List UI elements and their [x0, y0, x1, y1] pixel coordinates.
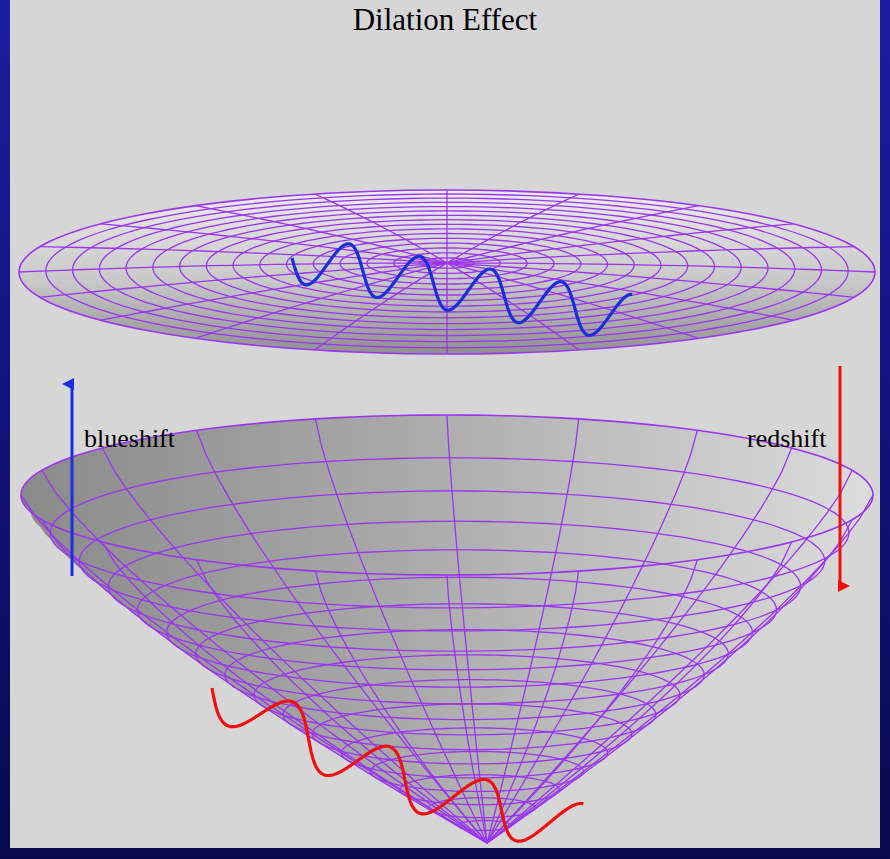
- grid-spoke: [487, 419, 579, 843]
- grid-spoke: [101, 263, 447, 320]
- red-wave: [212, 688, 583, 841]
- blue-wave: [292, 244, 632, 336]
- grid-spoke: [197, 430, 487, 843]
- grid-spoke: [197, 560, 487, 843]
- grid-spoke: [19, 263, 447, 272]
- blueshift-arrow: [71, 384, 74, 576]
- grid-spoke: [447, 224, 793, 263]
- grid-ring: [312, 704, 632, 764]
- grid-spoke: [21, 495, 487, 843]
- grid-ring: [50, 458, 849, 608]
- grid-spoke: [447, 206, 699, 263]
- grid-spoke: [487, 430, 697, 843]
- grid-spoke: [315, 263, 447, 350]
- grid-ring: [108, 521, 800, 651]
- grid-spoke: [487, 448, 792, 843]
- grid-spoke: [42, 470, 487, 843]
- shift-label-left: blueshift: [84, 424, 175, 454]
- grid-ring: [21, 415, 873, 575]
- grid-ring: [79, 491, 825, 631]
- grid-spoke: [447, 247, 854, 263]
- grid-spoke: [315, 419, 487, 843]
- grid-spoke: [447, 263, 579, 350]
- grid-spoke: [487, 542, 792, 843]
- grid-spoke: [447, 194, 579, 263]
- grid-spoke: [487, 470, 852, 843]
- light-waves: [212, 244, 632, 841]
- grid-spoke: [446, 190, 447, 263]
- curved-surface: [21, 415, 873, 843]
- shift-label-right: redshift: [747, 424, 826, 454]
- diagram-title: Dilation Effect: [0, 2, 890, 38]
- grid-spoke: [42, 520, 487, 843]
- flat-surface: [19, 190, 875, 354]
- grid-spoke: [487, 560, 697, 843]
- redshift-arrow: [839, 366, 842, 586]
- grid-spoke: [102, 542, 487, 843]
- disk-fill: [19, 190, 875, 354]
- grid-spoke: [102, 448, 487, 843]
- grid-spoke: [195, 206, 447, 263]
- grid-spoke: [101, 224, 447, 263]
- grid-spoke: [487, 495, 873, 843]
- grid-spoke: [447, 263, 793, 320]
- grid-spoke: [487, 520, 852, 843]
- grid-spoke: [315, 571, 487, 843]
